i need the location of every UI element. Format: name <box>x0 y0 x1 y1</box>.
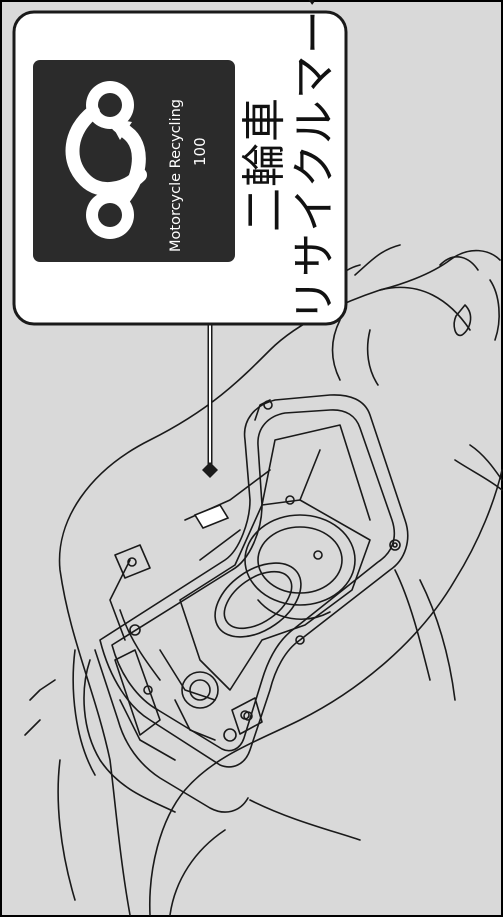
badge-text-line1: Motorcycle Recycling <box>168 99 184 252</box>
badge-text-line2: 100 <box>191 137 209 166</box>
callout-title-line2: リサイクルマーク <box>278 0 342 322</box>
